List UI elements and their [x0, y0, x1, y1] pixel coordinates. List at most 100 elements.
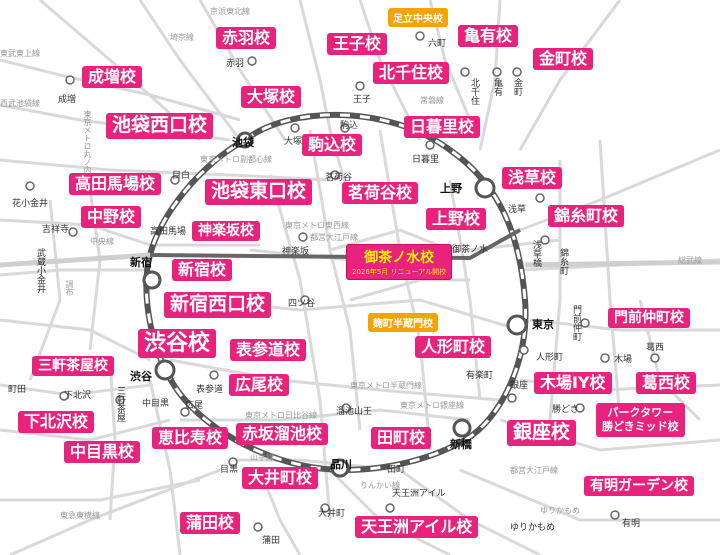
station-yurakucho: 有楽町	[466, 371, 494, 381]
station-myogadani: 茗荷谷	[325, 173, 353, 183]
school-narimasu[interactable]: 成増校	[82, 66, 143, 89]
station-mejiro: 目白	[172, 171, 191, 181]
station-yurikamome: ゆりかもめ	[510, 523, 556, 533]
school-ikebukuro-higashiguchi[interactable]: 池袋東口校	[205, 179, 313, 205]
school-shibuya[interactable]: 渋谷校	[138, 329, 217, 359]
station-nippori: 日暮里	[412, 155, 440, 165]
school-sangenjaya[interactable]: 三軒茶屋校	[32, 356, 114, 377]
school-monzennakacho[interactable]: 門前仲町校	[608, 308, 690, 329]
line-label-yamanote: 山手線	[250, 453, 274, 462]
station-kichijoji: 吉祥寺	[42, 225, 70, 235]
school-ikebukuro-nishiguchi[interactable]: 池袋西口校	[106, 113, 214, 139]
station-takadanobaba: 高田馬場	[150, 227, 187, 237]
school-akasaka[interactable]: 赤坂溜池校	[236, 423, 329, 446]
station-kachidoki: 勝どき	[552, 405, 579, 415]
line-label-yurikamome: ゆりかもめ	[540, 506, 580, 515]
adachi-chuo-school-label[interactable]: 足立中央校	[388, 8, 448, 27]
station-monzennakacho: 門前仲町	[571, 305, 581, 341]
school-takadanobaba[interactable]: 高田馬場校	[69, 173, 162, 196]
station-asakusa: 浅草	[508, 205, 527, 215]
sobu-line-east	[524, 259, 720, 268]
line-label-fukutoshin: 東京メトロ副都心線	[200, 155, 272, 164]
school-kasai[interactable]: 葛西校	[636, 372, 697, 395]
station-yotsuya: 四ツ谷	[288, 299, 316, 309]
school-akabane[interactable]: 赤羽校	[216, 27, 277, 50]
line-label-keio: 調布	[65, 280, 74, 296]
line-label-tozai: 東京メトロ東西線	[285, 221, 349, 230]
school-omotesando[interactable]: 表参道校	[230, 339, 307, 362]
chuo-line-west	[0, 252, 151, 268]
school-hiroo[interactable]: 広尾校	[229, 374, 290, 397]
line-label-rinkai: りんかい線	[360, 481, 400, 490]
chuo-line-cross	[149, 228, 521, 261]
line-label-saikyo: 埼京線	[170, 33, 194, 42]
school-komagome[interactable]: 駒込校	[302, 134, 363, 157]
station-kameari: 亀有	[492, 78, 502, 96]
school-tamachi[interactable]: 田町校	[371, 427, 432, 450]
school-tennozu[interactable]: 天王洲アイル校	[355, 516, 479, 539]
school-kinshicho[interactable]: 錦糸町校	[548, 205, 625, 228]
station-kiba: 木場	[614, 355, 633, 365]
school-nakameguro[interactable]: 中目黒校	[64, 441, 141, 464]
line-label-oedo-east: 都営大江戸線	[510, 466, 558, 475]
school-asakusa[interactable]: 浅草校	[502, 167, 563, 190]
kachidoki-line-2: 勝どきミッド校	[602, 419, 679, 433]
line-label-chuo: 中央線	[90, 237, 114, 246]
ochanomizu-school-note: 2026年5月 リニューアル開校	[352, 268, 447, 276]
school-nippori[interactable]: 日暮里校	[404, 116, 481, 139]
station-asakusabashi: 浅草橋	[531, 240, 541, 267]
station-shimokitazawa: 下北沢	[64, 391, 92, 401]
station-kamata: 蒲田	[262, 536, 281, 546]
station-musashikoganei: 武蔵小金井	[35, 248, 45, 293]
station-kagurazaka: 神楽坂	[282, 247, 310, 257]
line-label-hibiya: 東京メトロ日比谷線	[245, 411, 317, 420]
school-shimokitazawa[interactable]: 下北沢校	[18, 411, 95, 434]
line-label-seibu-ikebukuro: 西武池袋線	[0, 99, 40, 108]
school-ariake[interactable]: 有明ガーデン校	[584, 476, 694, 497]
station-kitasenju: 北千住	[469, 78, 479, 105]
station-komagome: 駒込	[340, 121, 359, 131]
ochanomizu-school-title: 御茶ノ水校	[364, 250, 435, 266]
line-label-hanzomon: 東京メトロ半蔵門線	[350, 381, 422, 390]
school-nakano[interactable]: 中野校	[81, 206, 142, 229]
station-tennozu: 天王洲アイル	[392, 489, 446, 499]
school-myogadani[interactable]: 茗荷谷校	[342, 182, 419, 205]
school-ueno[interactable]: 上野校	[426, 208, 487, 231]
school-kanamachi[interactable]: 金町校	[533, 48, 594, 71]
major-station-markers	[142, 131, 528, 478]
station-ochanomizu: 御茶ノ水	[452, 245, 489, 255]
station-shinagawa: 品川	[330, 458, 352, 471]
school-ebisu[interactable]: 恵比寿校	[152, 427, 229, 450]
school-ningyocho[interactable]: 人形町校	[415, 336, 492, 359]
station-nakameguro: 中目黒	[142, 399, 170, 409]
school-shinjuku-nishiguchi[interactable]: 新宿西口校	[164, 292, 272, 318]
school-otsuka[interactable]: 大塚校	[241, 86, 302, 109]
school-kitasenju[interactable]: 北千住校	[373, 62, 450, 85]
station-tamachi: 田町	[387, 465, 406, 475]
station-sangenjaya: 三軒茶屋	[115, 386, 125, 422]
school-kiba[interactable]: 木場IY校	[534, 372, 612, 395]
school-kagurazaka[interactable]: 神楽坂校	[192, 221, 260, 242]
school-kachidoki[interactable]: パークタワー 勝どきミッド校	[596, 403, 685, 437]
ochanomizu-school-featured[interactable]: 御茶ノ水校 2026年5月 リニューアル開校	[346, 244, 453, 280]
line-label-oedo: 都営大江戸線	[310, 233, 358, 242]
line-label-tobu-skytree: 東京メトロ丸ノ内線	[83, 110, 92, 182]
station-kasai: 葛西	[646, 343, 665, 353]
school-oimachi[interactable]: 大井町校	[242, 467, 319, 490]
school-oji[interactable]: 王子校	[327, 33, 388, 56]
line-label-ginza: 東京メトロ銀座線	[400, 401, 464, 410]
station-tokyo: 東京	[532, 318, 554, 331]
station-shibuya: 渋谷	[130, 370, 152, 383]
kojimachi-hanzomon-school-label[interactable]: 麹町半蔵門校	[368, 313, 438, 332]
station-narimasu: 成増	[58, 95, 77, 105]
school-kamata[interactable]: 蒲田校	[180, 512, 241, 535]
station-hiroo: 広尾	[185, 401, 204, 411]
school-ginza[interactable]: 銀座校	[507, 420, 577, 446]
station-machida: 町田	[8, 385, 27, 395]
station-meguro: 目黒	[220, 465, 239, 475]
station-rokucho: 六町	[428, 39, 447, 49]
line-label-toyoko: 東急東横線	[60, 511, 100, 520]
school-kameari[interactable]: 亀有校	[458, 25, 519, 48]
school-shinjuku[interactable]: 新宿校	[172, 259, 233, 282]
